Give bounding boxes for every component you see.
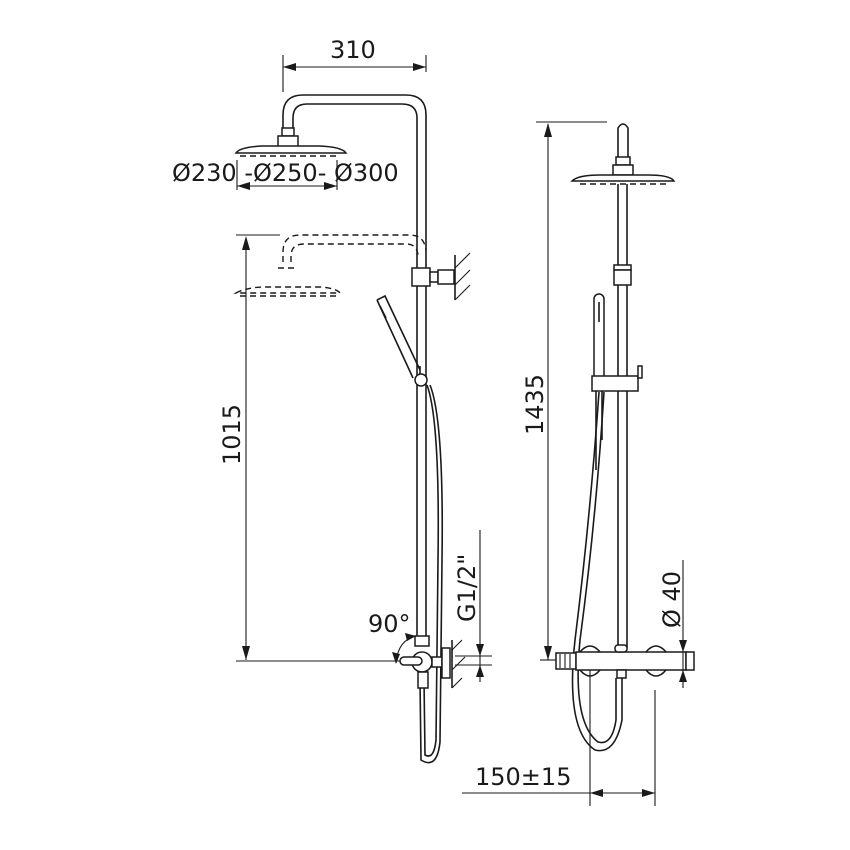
dim-mixer-height: 1015 xyxy=(218,234,410,662)
dim-label-1015: 1015 xyxy=(218,404,246,465)
dim-head-diameters: Ø230 -Ø250- Ø300 xyxy=(172,159,399,190)
dim-inlet-spacing: 150±15 xyxy=(462,670,656,806)
dim-arm-reach: 310 xyxy=(282,36,427,92)
dim-inlet-thread: G1/2" xyxy=(453,530,492,682)
dim-bar-diameter: Ø 40 xyxy=(658,560,687,688)
dim-label-1435: 1435 xyxy=(521,374,549,435)
dim-label-head-diameters: Ø230 -Ø250- Ø300 xyxy=(172,159,399,187)
side-view: 310 Ø230 -Ø250- Ø300 xyxy=(172,36,492,764)
front-view: 1435 xyxy=(462,121,695,806)
dim-label-310: 310 xyxy=(330,36,376,64)
dim-label-diameter-40: Ø 40 xyxy=(658,571,686,628)
dim-label-thread: G1/2" xyxy=(453,554,481,622)
dim-label-rotation: 90° xyxy=(368,610,411,638)
dim-total-height: 1435 xyxy=(521,121,607,661)
dim-label-spacing: 150±15 xyxy=(475,763,571,791)
